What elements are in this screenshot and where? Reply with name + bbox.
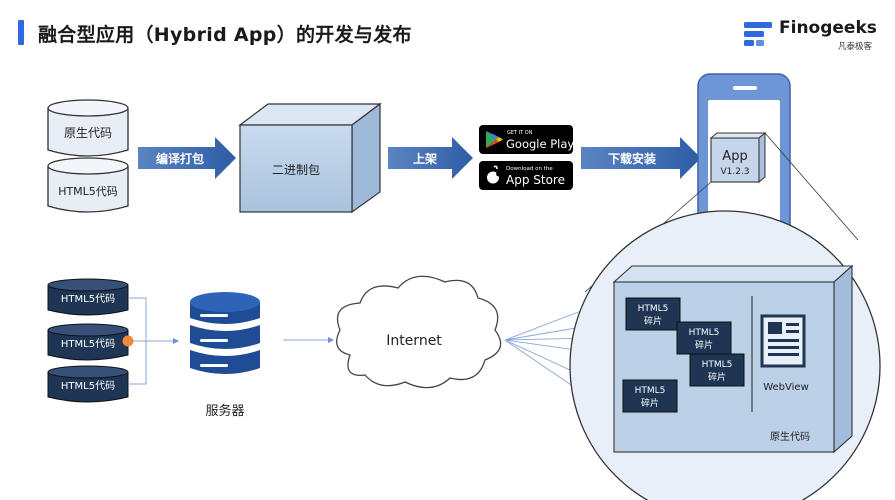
install-arrow-label: 下载安装 (608, 151, 656, 166)
app-card-version: V1.2.3 (720, 167, 749, 177)
app-card-name: App (722, 149, 747, 164)
html5-fragment: HTML5 碎片 (625, 297, 681, 331)
app-store-big: App Store (506, 173, 565, 187)
html5-fragment: HTML5 碎片 (676, 321, 732, 355)
google-play-big: Google Play (506, 137, 574, 151)
publish-arrow: 上架 (388, 137, 473, 179)
fragment-line2: 碎片 (708, 371, 726, 383)
finogeeks-logo-icon (744, 22, 772, 46)
webview-label: WebView (763, 382, 809, 393)
webview-document-icon (760, 314, 806, 368)
phone-device: App V1.2.3 (697, 73, 791, 243)
brand-name: Finogeeks (779, 18, 877, 38)
app-store-badge: Download on the App Store (479, 161, 573, 190)
html5-code-cylinder: HTML5代码 (47, 157, 129, 213)
fragment-line1: HTML5 (635, 386, 666, 396)
fragment-line1: HTML5 (702, 360, 733, 370)
binary-package-label: 二进制包 (272, 163, 320, 177)
binary-package-box: 二进制包 (238, 102, 382, 214)
fragment-line2: 碎片 (644, 315, 662, 327)
fragment-line2: 碎片 (641, 397, 659, 409)
native-code-label: 原生代码 (770, 430, 810, 443)
brand-logo: Finogeeks 凡泰极客 (742, 16, 882, 56)
zoom-line-right (764, 132, 859, 241)
compile-arrow-label: 编译打包 (155, 151, 204, 166)
internet-label: Internet (386, 333, 442, 349)
html5-stack-cylinder-3: HTML5代码 (47, 365, 129, 403)
source-code-label: 原生代码 (64, 126, 112, 140)
html5-fragment: HTML5 碎片 (622, 379, 678, 413)
google-play-badge: GET IT ON Google Play (479, 125, 574, 154)
fragment-line1: HTML5 (689, 328, 720, 338)
phone-speaker (733, 86, 757, 90)
apple-icon (487, 165, 501, 184)
internet-cloud-icon (336, 275, 502, 389)
connector-dot (122, 335, 134, 347)
html5-stack-label: HTML5代码 (61, 338, 115, 350)
fragment-line1: HTML5 (638, 304, 669, 314)
html5-stack-label: HTML5代码 (61, 380, 115, 392)
server-icon (190, 292, 260, 374)
compile-arrow: 编译打包 (138, 137, 236, 179)
html5-stack-cylinder-2: HTML5代码 (47, 323, 129, 361)
html5-stack-cylinder-1: HTML5代码 (47, 278, 129, 316)
google-play-small: GET IT ON (507, 130, 533, 136)
server-label: 服务器 (205, 403, 244, 419)
app-store-small: Download on the (506, 166, 553, 172)
source-code-cylinder: 原生代码 (47, 99, 129, 157)
publish-arrow-label: 上架 (413, 151, 437, 166)
html5-fragment: HTML5 碎片 (689, 353, 745, 387)
html5-stack-label: HTML5代码 (61, 293, 115, 305)
html5-stack: HTML5代码 HTML5代码 HTML5代码 (47, 278, 179, 403)
title-accent-bar (18, 20, 24, 45)
page-title: 融合型应用（Hybrid App）的开发与发布 (38, 24, 412, 46)
fragment-line2: 碎片 (695, 339, 713, 351)
html5-code-label: HTML5代码 (58, 185, 118, 198)
brand-subtitle: 凡泰极客 (838, 42, 873, 52)
install-arrow: 下载安装 (581, 137, 701, 179)
